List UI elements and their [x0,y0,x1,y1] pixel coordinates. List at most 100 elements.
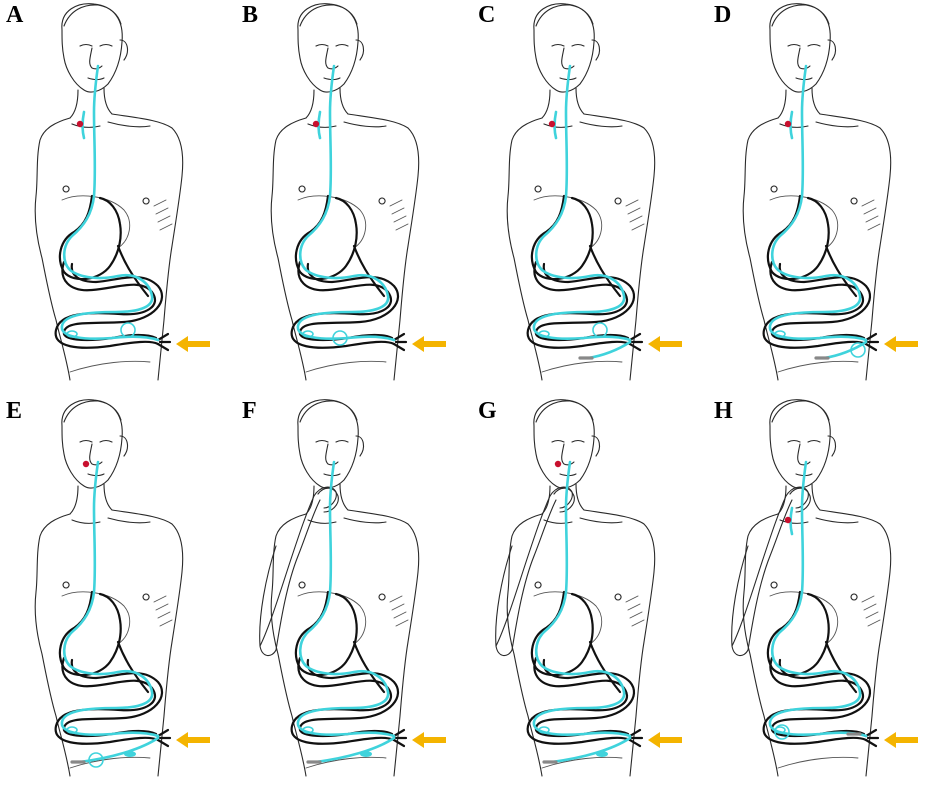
body-outline [34,399,184,777]
illustration [34,3,210,381]
body-neckL [69,89,79,119]
body-eye1 [315,439,329,443]
intestine-outer [54,260,160,349]
body-shouldersL [34,117,71,321]
body-neckR [575,483,585,511]
body-nose [797,47,811,70]
body-shouldersL [506,117,543,321]
left-arrow-icon [884,336,918,352]
body-nip2 [850,593,858,601]
body-outline [506,3,656,381]
body-hipCrease [541,756,623,769]
body-clavR [815,517,859,524]
body-nose [89,47,103,70]
body-shouldersR [111,113,184,381]
feeding-tube [296,460,396,764]
body-nose [797,443,811,466]
tube-bead [596,751,608,757]
panel-e: E [0,396,236,792]
panel-label: G [478,398,497,424]
body-ear [827,39,837,61]
body-ear [827,435,837,457]
body-neckR [339,87,349,115]
arrow-shape [648,732,682,748]
illustration [259,399,446,777]
tube-bead [66,330,78,338]
illustration [742,3,918,381]
body-nip1 [534,185,542,193]
panel-label: E [6,398,23,424]
illustration [34,399,210,777]
panel-h: H [708,396,944,792]
panel-label: D [714,2,732,28]
red-dot-icon [312,120,320,128]
body-nip2 [614,197,622,205]
intestine-cross [588,640,622,694]
left-arrow-icon [176,336,210,352]
body-shouldersR [347,509,420,777]
balloon-icon [88,752,104,768]
balloon-icon [332,330,348,346]
body-shouldersR [583,509,656,777]
body-neckR [811,87,821,115]
body-neckR [103,483,113,511]
body-eye2 [99,43,113,47]
panel-f: F [236,396,472,792]
intestine-cross [824,244,858,298]
body-nose [325,47,339,70]
body-ribs1 [625,595,645,627]
body-clavR [815,121,859,128]
intestine-cross [352,640,386,694]
body-hipCrease [305,756,387,769]
body-nose [325,443,339,466]
body-outline [506,399,656,777]
body-clavR [343,121,387,128]
body-shouldersR [819,113,892,381]
body-eye2 [807,439,821,443]
body-head [297,399,359,489]
body-hair [771,400,830,423]
intestine-outer [762,656,868,745]
body-nip1 [770,581,778,589]
intestine-cross [588,244,622,298]
body-ribs1 [861,595,881,627]
body-ear [591,435,601,457]
illustration [506,3,682,381]
body-shouldersL [742,117,779,321]
body-shouldersL [742,513,779,717]
panel-c: C [472,0,708,396]
body-ear [119,435,129,457]
body-eye1 [315,43,329,47]
arrow-shape [884,336,918,352]
body-head [533,3,595,93]
body-ear [591,39,601,61]
body-ribs1 [389,595,409,627]
red-dot-icon [76,120,84,128]
red-dot-icon [784,516,792,524]
tube-bead [66,726,78,734]
body-shouldersR [819,509,892,777]
intestine-cross [116,244,150,298]
digestive-tract [526,590,644,748]
intestine-outer [762,260,868,349]
body-shouldersR [583,113,656,381]
body-liverL [61,195,131,249]
stoma [864,332,880,352]
body-hair [63,400,122,423]
body-neckL [305,89,315,119]
body-shouldersL [270,513,307,717]
left-arrow-icon [412,336,446,352]
stoma [156,332,172,352]
body-head [61,399,123,489]
body-nose [89,443,103,466]
body-clavL [779,519,809,524]
body-clavL [779,123,809,128]
panel-a: A [0,0,236,396]
body-nip2 [850,197,858,205]
body-clavR [343,517,387,524]
body-nip2 [142,197,150,205]
body-shouldersR [111,509,184,777]
left-arrow-icon [648,732,682,748]
body-eye2 [99,439,113,443]
body-liverL [533,591,603,645]
